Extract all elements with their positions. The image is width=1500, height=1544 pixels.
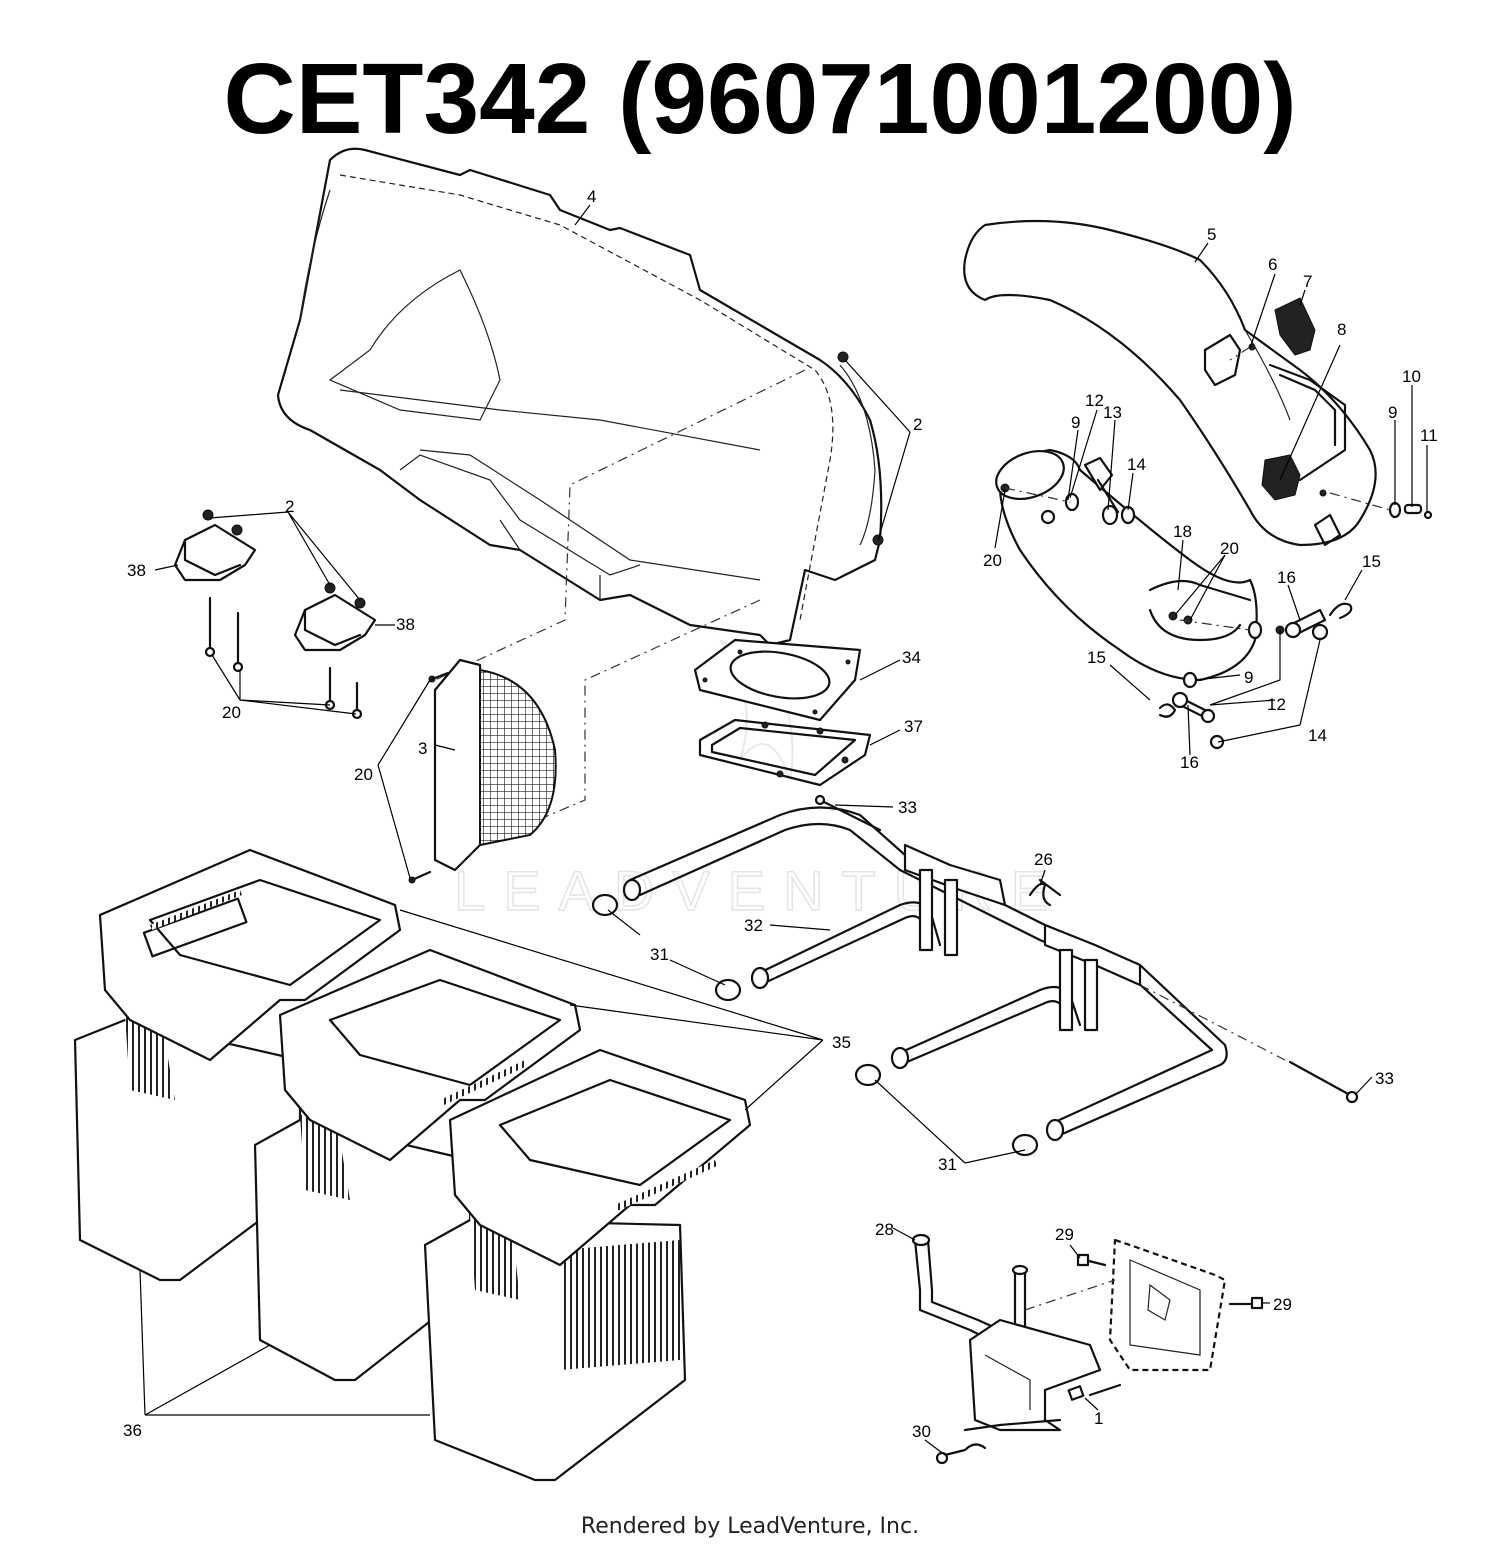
callout-20: 20 xyxy=(222,703,241,722)
callout-11: 11 xyxy=(1420,426,1438,445)
callout-29: 29 xyxy=(1273,1295,1292,1314)
callout-20: 20 xyxy=(983,551,1002,570)
bag-2 xyxy=(253,948,582,1382)
bag-1 xyxy=(73,848,402,1282)
callout-33: 33 xyxy=(1375,1069,1394,1088)
callout-31: 31 xyxy=(650,945,669,964)
footer-credit: Rendered by LeadVenture, Inc. xyxy=(581,1514,919,1539)
callout-32: 32 xyxy=(744,916,763,935)
callout-14: 14 xyxy=(1308,726,1327,745)
part-3-screen xyxy=(408,658,557,884)
callout-3: 3 xyxy=(418,739,427,758)
callout-16: 16 xyxy=(1277,568,1296,587)
part-38-brackets xyxy=(173,509,377,720)
callout-10: 10 xyxy=(1402,367,1421,386)
callout-1: 1 xyxy=(1094,1409,1103,1428)
callout-37: 37 xyxy=(904,717,923,736)
callout-35: 35 xyxy=(832,1033,851,1052)
callout-26: 26 xyxy=(1034,850,1053,869)
bag-3 xyxy=(423,1048,752,1482)
part-4-hood xyxy=(276,147,884,647)
callout-28: 28 xyxy=(875,1220,894,1239)
callout-30: 30 xyxy=(912,1422,931,1441)
callout-2: 2 xyxy=(913,415,922,434)
callout-29: 29 xyxy=(1055,1225,1074,1244)
callout-12: 12 xyxy=(1085,391,1104,410)
callout-31: 31 xyxy=(938,1155,957,1174)
callout-14: 14 xyxy=(1127,455,1146,474)
callout-8: 8 xyxy=(1337,320,1346,339)
callout-20: 20 xyxy=(1220,539,1239,558)
callouts: 4 5 6 7 8 2 2 10 9 11 12 13 9 14 20 18 2… xyxy=(123,187,1438,1441)
part-34-gasket xyxy=(693,638,862,722)
callout-9: 9 xyxy=(1244,668,1253,687)
callout-38: 38 xyxy=(127,561,146,580)
callout-20: 20 xyxy=(354,765,373,784)
callout-12: 12 xyxy=(1267,695,1286,714)
callout-13: 13 xyxy=(1103,403,1122,422)
callout-2: 2 xyxy=(285,497,294,516)
callout-33: 33 xyxy=(898,798,917,817)
part-37-frame xyxy=(698,718,872,787)
callout-5: 5 xyxy=(1207,225,1216,244)
callout-4: 4 xyxy=(587,187,596,206)
callout-7: 7 xyxy=(1303,272,1312,291)
page-title: CET342 (96071001200) xyxy=(224,43,1297,155)
leader-lines xyxy=(139,204,1428,1456)
callout-36: 36 xyxy=(123,1421,142,1440)
callout-16: 16 xyxy=(1180,753,1199,772)
callout-9: 9 xyxy=(1071,413,1080,432)
callout-9: 9 xyxy=(1388,403,1397,422)
part-28-hitch xyxy=(911,1233,1264,1465)
callout-38: 38 xyxy=(396,615,415,634)
callout-6: 6 xyxy=(1268,255,1277,274)
callout-34: 34 xyxy=(902,648,921,667)
hardware-group-right xyxy=(1004,346,1433,750)
part-32-frame xyxy=(591,794,1359,1157)
callout-15: 15 xyxy=(1087,648,1106,667)
callout-15: 15 xyxy=(1362,552,1381,571)
callout-18: 18 xyxy=(1173,522,1192,541)
part-18-lower-chute xyxy=(995,448,1258,682)
